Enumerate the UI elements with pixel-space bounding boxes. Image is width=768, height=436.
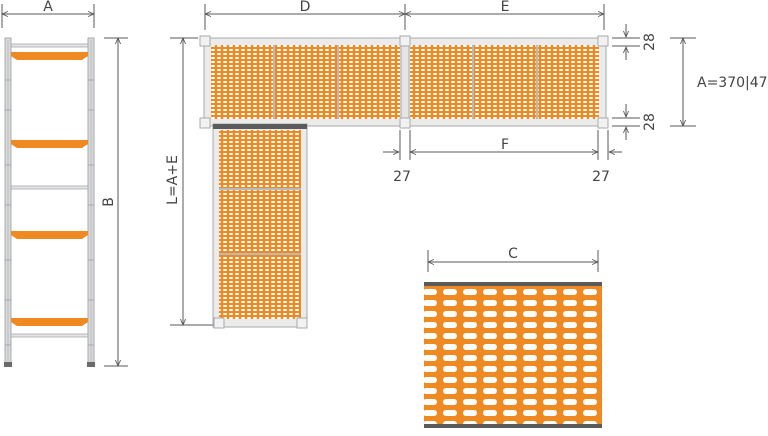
- label-gap-top: 28: [642, 33, 658, 51]
- label-c: C: [508, 246, 518, 262]
- dimension-f: F 27 27: [383, 130, 622, 185]
- label-offset-left: 27: [393, 169, 411, 185]
- rack-shelf-1: [11, 52, 88, 60]
- rack-shelf-3: [11, 231, 88, 239]
- dimension-gap-bottom: 28: [612, 104, 658, 140]
- dimension-c: C: [428, 246, 598, 272]
- rack-shelf-4: [11, 318, 88, 326]
- top-view-horizontal-shelf: [199, 35, 609, 129]
- side-view-rack: [4, 37, 95, 367]
- dimension-l: L=A+E: [165, 38, 214, 325]
- dimension-a-side: A: [2, 0, 94, 28]
- top-view-vertical-shelf: [212, 123, 308, 329]
- label-f: F: [501, 137, 509, 153]
- label-b: B: [101, 197, 117, 207]
- dimension-b: B: [101, 38, 128, 366]
- detail-mesh-panel: [424, 282, 602, 428]
- dimension-d: D: [205, 0, 405, 30]
- label-a-values: A=370|470: [697, 75, 768, 91]
- label-gap-bottom: 28: [642, 113, 658, 131]
- label-a-side: A: [43, 0, 53, 15]
- dimension-a-top: A=370|470: [670, 38, 768, 126]
- label-d: D: [300, 0, 311, 15]
- dimension-gap-top: 28: [612, 24, 658, 60]
- label-e: E: [501, 0, 510, 15]
- label-l: L=A+E: [165, 155, 181, 205]
- rack-shelf-2: [11, 140, 88, 148]
- dimension-e: E: [405, 0, 604, 30]
- label-offset-right: 27: [592, 169, 610, 185]
